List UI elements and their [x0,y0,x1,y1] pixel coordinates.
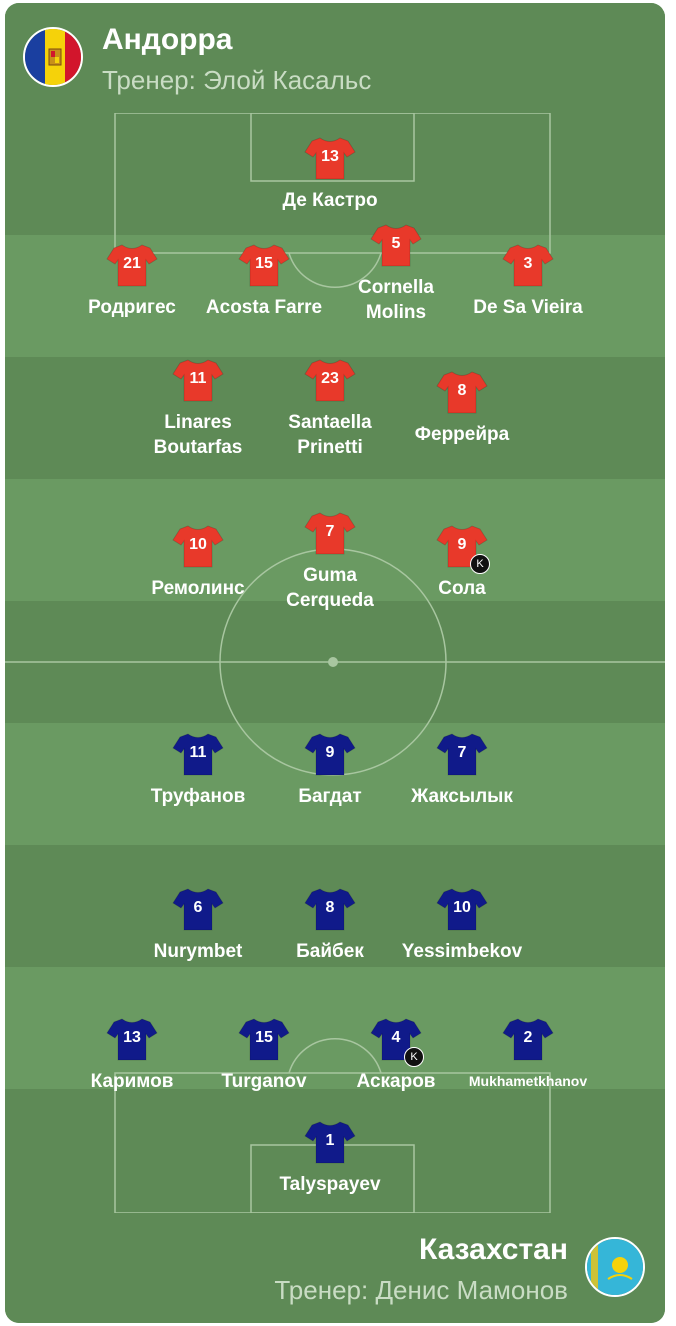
player-number: 23 [321,370,339,387]
shirt-icon [502,1017,554,1061]
kazakhstan-flag-icon [585,1237,645,1297]
away-coach: Тренер: Денис Мамонов [274,1275,568,1305]
player-number: 15 [255,1029,273,1046]
home-team-name: Андорра [102,23,233,56]
andorra-flag-icon [23,27,83,87]
shirt-icon [304,732,356,776]
player-name: Труфанов [150,786,246,807]
player-name: Acosta Farre [205,297,323,318]
home-coach: Тренер: Элой Касальс [102,65,372,95]
player-name: Феррейра [414,424,510,445]
player-name: Родригес [88,297,176,318]
player-number: 3 [523,255,533,272]
shirt-icon [172,524,224,568]
player-name: Turganov [221,1071,307,1092]
player-name: De Sa Vieira [473,297,583,318]
player-number: 7 [457,744,467,761]
shirt-icon [436,732,488,776]
shirt-icon [304,136,356,180]
shirt-icon [370,223,422,267]
player-name: Байбек [296,941,364,962]
player-number: 4 [391,1029,401,1046]
player-name: Де Кастро [282,190,378,211]
player-number: 6 [193,899,203,916]
player-number: 11 [189,744,207,761]
shirt-icon [238,1017,290,1061]
player-number: 10 [453,899,471,916]
shirt-icon [502,243,554,287]
player-number: 21 [123,255,141,272]
player-number: 8 [457,382,467,399]
shirt-icon [436,370,488,414]
player-name: Mukhametkhanov [468,1073,588,1089]
shirt-icon [304,887,356,931]
player-number: 7 [325,523,335,540]
player-name: Yessimbekov [401,941,523,962]
captain-badge: K [404,1047,424,1067]
player-number: 2 [523,1029,533,1046]
player-number: 9 [457,536,467,553]
shirt-icon [172,358,224,402]
player-name: Talyspayev [279,1174,381,1195]
player-name: Сола [438,578,486,599]
shirt-icon [172,732,224,776]
lineup-card: Андорра Тренер: Элой Касальс Казахстан Т… [5,3,665,1323]
shirt-icon [304,1120,356,1164]
away-team-name: Казахстан [418,1233,568,1266]
shirt-icon [304,511,356,555]
player-name: Аскаров [356,1071,436,1092]
shirt-icon [106,1017,158,1061]
player-number: 9 [325,744,335,761]
player-number: 1 [325,1132,335,1149]
player-name: Ремолинс [151,578,245,599]
player-name: Каримов [90,1071,174,1092]
player-number: 13 [321,148,339,165]
player-number: 11 [189,370,207,387]
player-name: Nurymbet [153,941,243,962]
player-number: 15 [255,255,273,272]
shirt-icon [172,887,224,931]
shirt-icon [436,887,488,931]
player-name: Багдат [298,786,362,807]
player-number: 8 [325,899,335,916]
player-number: 5 [391,235,401,252]
home-team-header: Андорра Тренер: Элой Касальс [5,3,665,113]
shirt-icon [304,358,356,402]
player-number: 10 [189,536,207,553]
away-team-header: Казахстан Тренер: Денис Мамонов [5,1213,665,1323]
player-name: Жаксылык [411,786,513,807]
player-number: 13 [123,1029,141,1046]
shirt-icon [106,243,158,287]
shirt-icon [238,243,290,287]
captain-badge: K [470,554,490,574]
